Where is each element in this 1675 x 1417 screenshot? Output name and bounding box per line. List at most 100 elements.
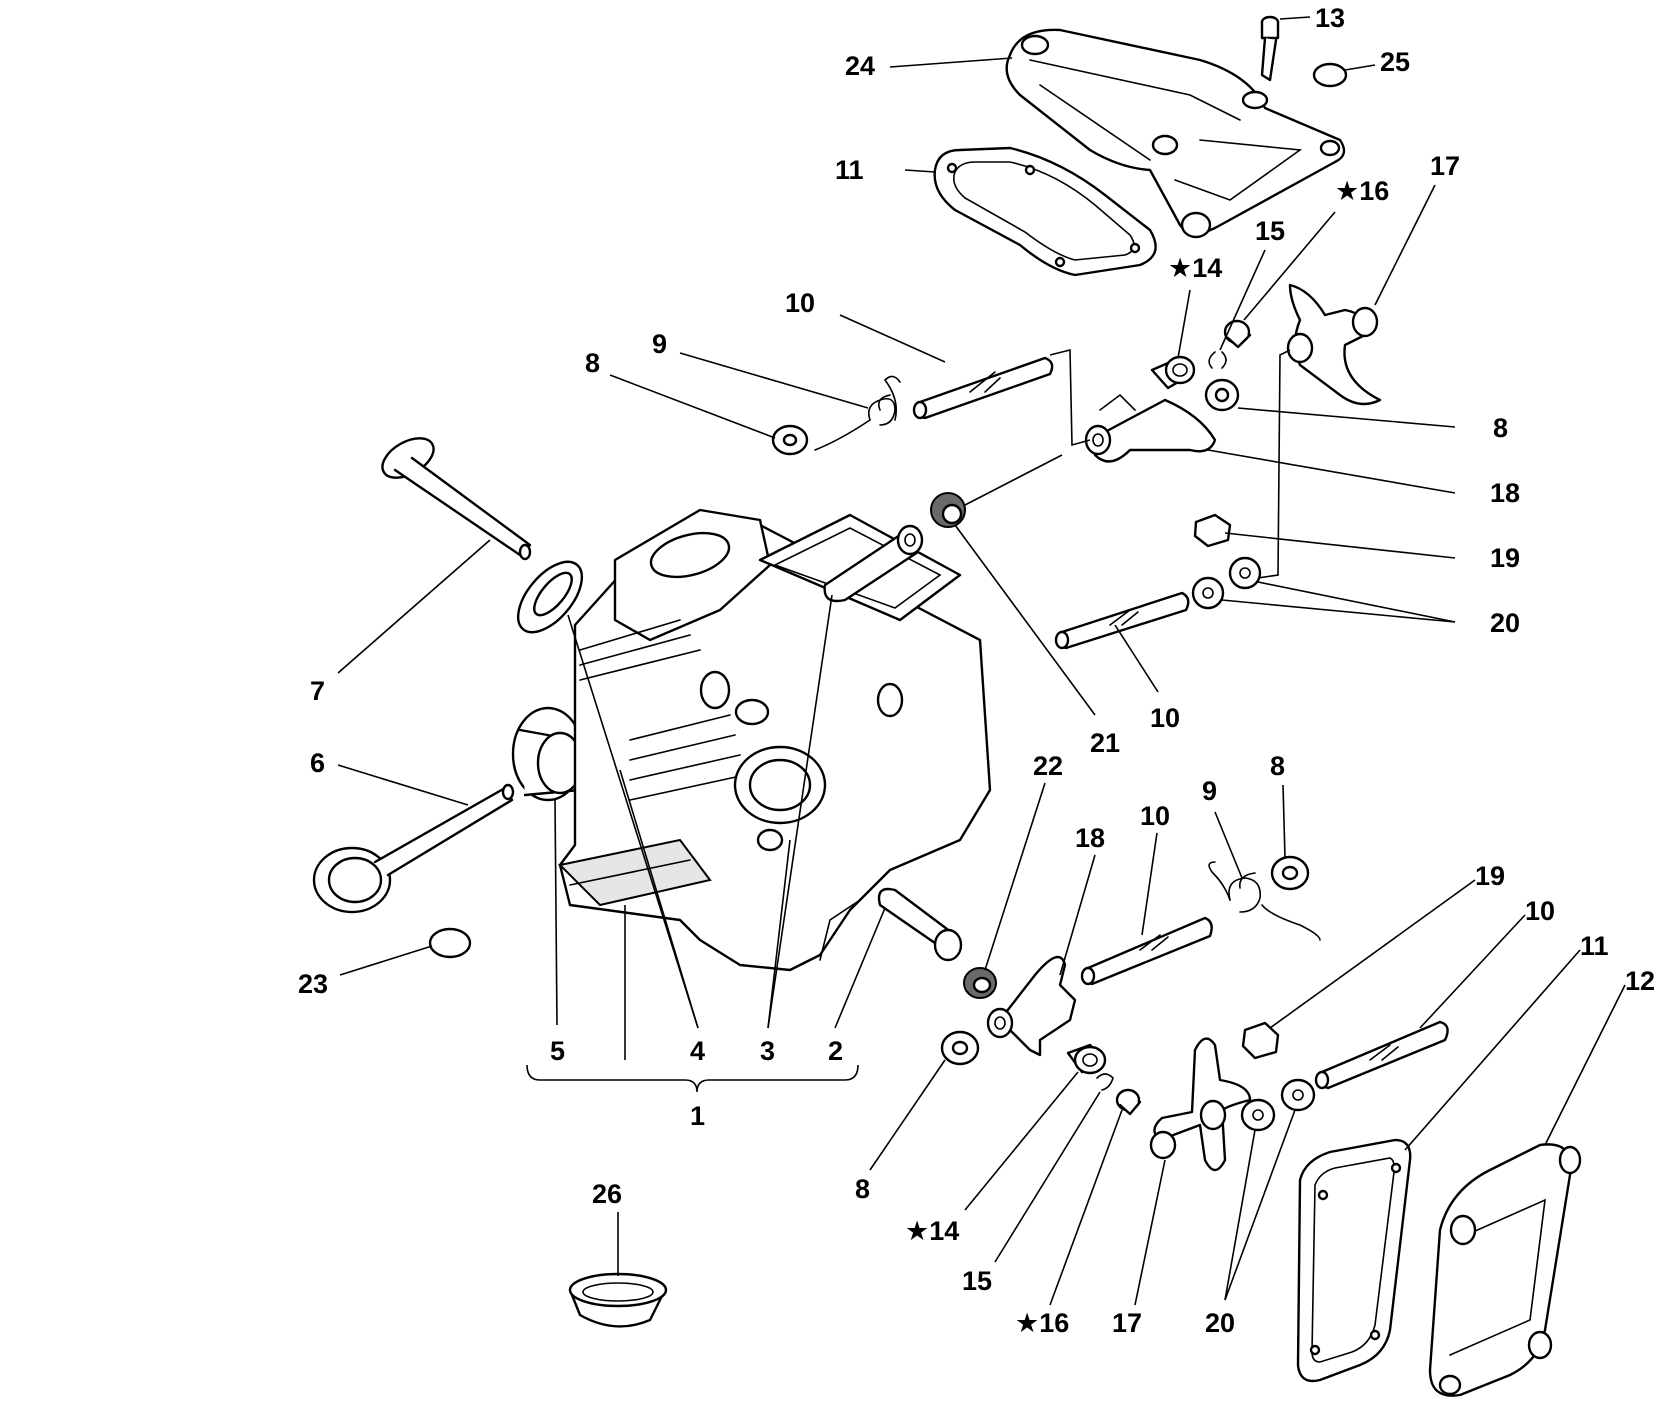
leader-9-top — [679, 352, 869, 409]
leader-23 — [339, 945, 433, 976]
callout-10-bottom-center: 10 — [1140, 801, 1170, 831]
leader-9-bottom — [1214, 811, 1243, 879]
callout-20-top: 20 — [1490, 608, 1520, 638]
callout-19-top: 19 — [1490, 543, 1520, 573]
part-19-nut-lower — [1241, 1021, 1280, 1060]
part-24-rocker-cover — [1005, 28, 1346, 239]
callout-17-bottom: 17 — [1112, 1308, 1142, 1338]
callout-10-top-left: 10 — [785, 288, 815, 318]
leader-14-top — [1177, 289, 1191, 359]
callout-14-top: ★14 — [1168, 253, 1222, 283]
callout-26: 26 — [592, 1179, 622, 1209]
part-11-upper-gasket — [933, 146, 1157, 277]
part-10-shaft-upper-right — [1054, 591, 1190, 650]
callout-24: 24 — [845, 51, 875, 81]
leader-14-bottom — [964, 1071, 1079, 1211]
part-8-washer-upper-right — [1204, 378, 1240, 412]
callout-23: 23 — [298, 969, 328, 999]
callout-9-bottom: 9 — [1202, 776, 1217, 806]
part-25-plug — [1312, 62, 1348, 88]
part-17-rocker-upper — [1286, 283, 1382, 406]
callout-4: 4 — [690, 1036, 705, 1066]
leader-8-top-right — [1237, 407, 1456, 428]
leader-18-bracket — [1049, 348, 1091, 447]
leader-18-bottom — [1059, 854, 1096, 976]
leader-16-top — [1243, 211, 1336, 321]
callout-25: 25 — [1380, 47, 1410, 77]
leader-19-top — [1224, 532, 1456, 559]
part-10-shaft-lower-center — [1080, 916, 1213, 986]
part-23-plug — [428, 927, 472, 959]
part-15-clip-upper — [1208, 351, 1227, 369]
callout-12: 12 — [1625, 966, 1655, 996]
part-6-valve-lower — [312, 783, 515, 914]
leader-22 — [984, 782, 1046, 971]
callout-labels: 24 13 25 11 17 ★16 15 ★14 10 9 8 8 18 19… — [298, 3, 1655, 1338]
part-9-spring-upper — [814, 375, 901, 451]
callout-15-bottom: 15 — [962, 1266, 992, 1296]
callout-20-bottom: 20 — [1205, 1308, 1235, 1338]
callout-8-top-right: 8 — [1493, 413, 1508, 443]
leader-16-bottom — [1049, 1109, 1123, 1306]
leader-2 — [834, 907, 886, 1029]
leader-11-top — [904, 169, 936, 173]
leader-15-top — [1219, 249, 1266, 351]
part-4-seal-ring — [516, 560, 584, 634]
callout-2: 2 — [828, 1036, 843, 1066]
leader-18-top — [1207, 449, 1456, 494]
callout-13: 13 — [1315, 3, 1345, 33]
part-18-rocker-arm-upper — [1084, 393, 1217, 463]
leader-17-vertical — [1257, 349, 1291, 579]
callout-16-bottom: ★16 — [1015, 1308, 1069, 1338]
leader-4 — [567, 614, 699, 1029]
leader-8-top-left — [609, 374, 776, 439]
callout-7: 7 — [310, 676, 325, 706]
part-10-shaft-upper-left — [912, 356, 1054, 420]
leader-20-bottom-b — [1224, 1109, 1296, 1301]
part-14-bushing-upper — [1150, 355, 1196, 390]
part-18-rocker-arm-lower — [986, 955, 1077, 1057]
callout-1: 1 — [690, 1101, 705, 1131]
part-8-washer-lower-left — [940, 1030, 980, 1066]
callout-17-top: 17 — [1430, 151, 1460, 181]
callout-5: 5 — [550, 1036, 565, 1066]
leader-10-top-left — [839, 314, 946, 363]
part-5-seat-ring — [511, 706, 585, 802]
leader-10-top-right — [1114, 624, 1159, 693]
leader-13 — [1279, 16, 1311, 20]
part-8-washer-lower-right — [1270, 855, 1310, 891]
part-7-valve-upper — [381, 437, 532, 561]
leader-20-top-b — [1257, 581, 1456, 623]
leader-19-bottom — [1269, 879, 1476, 1029]
callout-8-bottom-right: 8 — [1270, 751, 1285, 781]
callout-19-bottom: 19 — [1475, 861, 1505, 891]
callout-14-bottom: ★14 — [905, 1216, 959, 1246]
callout-18-top: 18 — [1490, 478, 1520, 508]
callout-6: 6 — [310, 748, 325, 778]
part-16-pin-upper — [1223, 319, 1252, 349]
leader-20-top-a — [1221, 599, 1456, 623]
callout-9-top: 9 — [652, 329, 667, 359]
callout-11-bottom: 11 — [1580, 931, 1609, 961]
leader-lines — [337, 16, 1626, 1306]
leader-21 — [954, 524, 1096, 716]
part-14-bushing-lower — [1066, 1043, 1107, 1075]
part-19-nut-upper — [1193, 513, 1232, 548]
leader-24 — [889, 57, 1013, 68]
leader-7 — [337, 539, 491, 674]
part-21-seal — [930, 492, 966, 528]
leader-8-bottom-left — [869, 1059, 946, 1171]
part-15-clip-lower — [1096, 1073, 1114, 1091]
leader-17-top — [1374, 184, 1436, 306]
leader-12 — [1544, 984, 1626, 1146]
part-12-side-cover — [1428, 1143, 1582, 1397]
part-22-seal — [963, 967, 997, 999]
part-20-washers-lower — [1240, 1078, 1316, 1132]
part-2-valve-guide-lower — [877, 887, 963, 962]
part-16-pin-lower — [1115, 1088, 1142, 1116]
callout-11-top: 11 — [835, 155, 864, 185]
callout-22: 22 — [1033, 751, 1063, 781]
leader-4b — [619, 769, 699, 1029]
part-10-shaft-lower-right — [1314, 1020, 1449, 1090]
